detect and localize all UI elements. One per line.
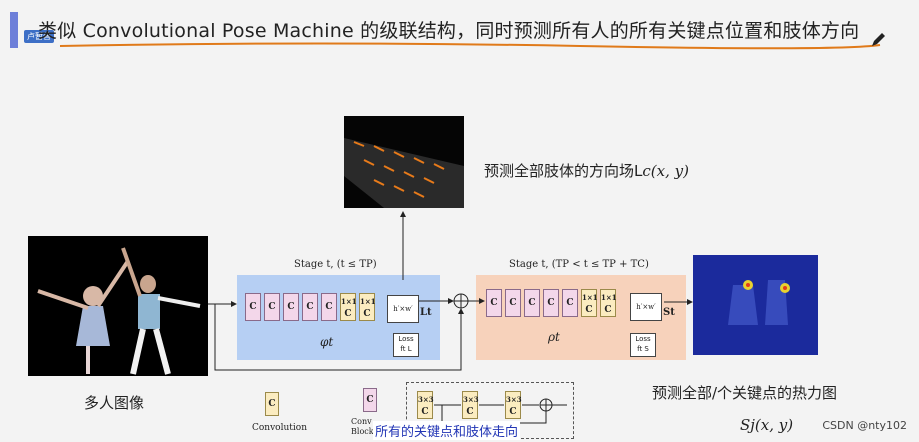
conv-block: C: [245, 293, 261, 321]
pen-icon[interactable]: [869, 31, 887, 49]
input-caption: 多人图像: [84, 394, 145, 412]
conv-block: C: [543, 289, 559, 317]
output-stack-S: h′×w′: [630, 293, 662, 321]
conv-block: C: [321, 293, 337, 321]
rho-label: ρt: [548, 330, 560, 344]
conv-block: C: [505, 289, 521, 317]
speaker-badge: 卢暂普: [24, 30, 54, 43]
S-output-label: St: [663, 307, 675, 318]
legend-conv-block: C: [265, 392, 279, 416]
conv-block: C: [562, 289, 578, 317]
legend-conv-block-text: Conv Block: [351, 417, 374, 436]
conv-block: C: [302, 293, 318, 321]
paf-caption: 预测全部肢体的方向场Lc(x, y): [484, 162, 689, 180]
L-output-label: Lt: [420, 307, 432, 318]
title-accent-bar: [10, 12, 18, 48]
legend-convblock-icon: C: [363, 388, 377, 412]
stage1-label: Stage t, (t ≤ TP): [294, 259, 377, 270]
slide-title: 类似 Convolutional Pose Machine 的级联结构，同时预测…: [38, 20, 860, 42]
csdn-watermark: CSDN @nty102: [822, 419, 907, 432]
legend-convolution: Convolution: [252, 423, 307, 433]
conv-block: C: [264, 293, 280, 321]
stage2-label: Stage t, (TP < t ≤ TP + TC): [509, 259, 649, 270]
heatmap-caption: 预测全部/个关键点的热力图: [652, 384, 838, 402]
orange-underline: [59, 42, 881, 50]
paf-field-image: [344, 116, 464, 208]
input-image-dancers: [28, 236, 208, 376]
heatmap-math: Sj(x, y): [740, 416, 794, 434]
overlay-caption: 所有的关键点和肢体走向: [373, 421, 521, 440]
phi-label: φt: [320, 335, 334, 349]
conv-block: C: [486, 289, 502, 317]
conv-block: C: [524, 289, 540, 317]
conv-block: C: [283, 293, 299, 321]
output-stack-L: h′×w′: [387, 295, 419, 323]
heatmap-output-image: [693, 255, 818, 355]
